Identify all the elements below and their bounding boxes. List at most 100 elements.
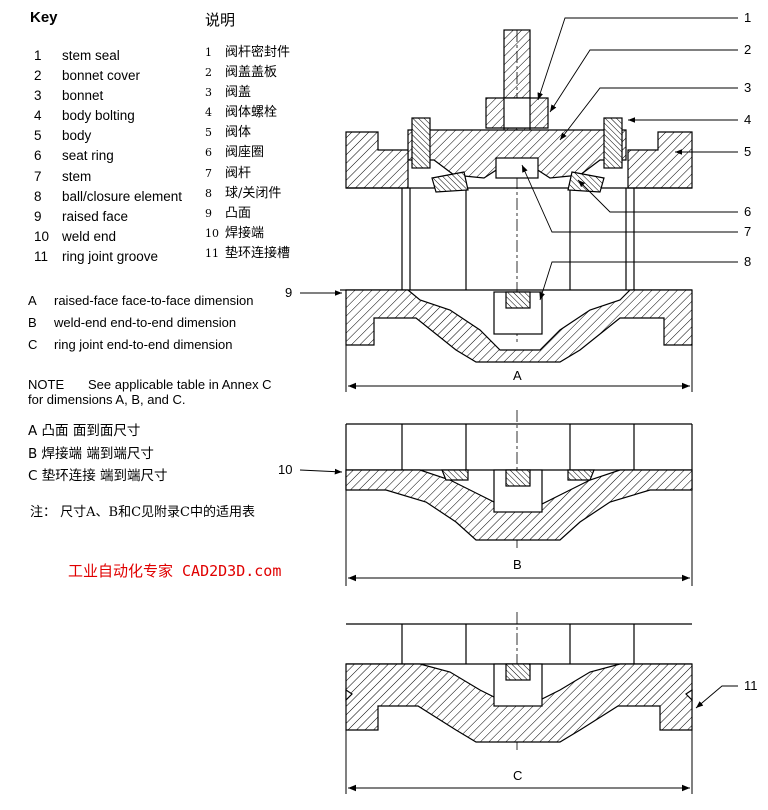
callout-11: 11 [744,678,758,693]
key-item-number: 8 [34,188,42,204]
cn-key-item-label: 焊接端 [225,225,265,241]
callout-6: 6 [744,204,751,219]
cn-dimension-item: C 垫环连接 端到端尺寸 [28,468,168,484]
dimension-letter: A [28,293,37,308]
key-item-label: bonnet [62,88,104,104]
key-item-label: bonnet cover [62,68,141,84]
cn-key-item-number: 4 [205,106,212,120]
cn-key-item-label: 凸面 [225,205,252,221]
view-raised-face [340,29,693,363]
key-item: 6 seat ring [34,146,182,166]
key-item-label: ball/closure element [62,188,183,204]
key-item: 5 body [34,126,182,146]
callout-5: 5 [744,144,751,159]
key-item-number: 4 [34,108,42,124]
cn-key-item-number: 7 [205,166,212,180]
ring-groove-right [685,688,693,702]
seat-ring-left [431,171,469,193]
key-item-number: 5 [34,128,42,144]
cn-key-item-number: 10 [205,226,219,240]
cn-key-item: 9 凸面 [205,204,290,224]
cn-key-item-label: 阀杆 [225,165,252,181]
key-item-label: ring joint groove [62,248,159,264]
cn-key-item: 1 阀杆密封件 [205,43,290,63]
dimension-letter: C [28,337,38,352]
cn-key-item: 11 垫环连接槽 [205,244,290,264]
cn-dimension-legend: A 凸面 面到面尺寸 B 焊接端 端到端尺寸 C 垫环连接 端到端尺寸 [28,421,168,489]
dimension-letter: B [28,315,37,330]
key-item-number: 9 [34,208,42,224]
key-item: 8 ball/closure element [34,187,182,207]
view-ring-joint [345,612,693,750]
body-flange-right [627,131,693,189]
key-item-label: body bolting [62,108,135,124]
key-item-label: weld end [62,228,117,244]
cn-key-item-number: 11 [205,246,219,260]
dimension-c-label: C [513,768,522,783]
cn-key-item: 2 阀盖盖板 [205,63,290,83]
dimension-a-label: A [513,368,522,383]
body-bolt-right [603,117,623,169]
cn-key-item-label: 阀盖盖板 [225,65,278,81]
cn-key-item-label: 阀杆密封件 [225,45,291,60]
cn-key-item-number: 9 [205,206,212,220]
key-item-label: stem seal [62,48,120,63]
leader-lines [299,17,738,709]
key-item: 11 ring joint groove [34,247,182,267]
cn-key-item-number: 2 [205,66,212,80]
key-item: 4 body bolting [34,106,182,126]
cn-note: 注： 尺寸A、B和C见附录C中的适用表 [30,505,255,520]
note-text: See applicable table in Annex C for dime… [28,377,272,407]
cn-dimension-item: B 焊接端 端到端尺寸 [28,445,154,462]
cn-key-item-label: 垫环连接槽 [225,245,291,261]
key-item-label: seat ring [62,148,114,164]
key-item-number: 1 [34,48,42,63]
cn-key-item: 4 阀体螺栓 [205,103,290,123]
key-item-number: 2 [34,68,42,84]
dimension-text: raised-face face-to-face dimension [54,293,254,308]
cn-key-item: 5 阀体 [205,123,290,143]
key-item-label: raised face [62,208,129,224]
view-weld-end [345,410,693,548]
watermark: 工业自动化专家 CAD2D3D.com [68,562,282,580]
dimension-text: ring joint end-to-end dimension [54,337,233,352]
callout-9: 9 [285,285,292,300]
cn-key-item-number: 1 [205,46,212,59]
seat-ring-right [567,171,605,193]
callout-1: 1 [744,10,751,25]
body-bolt-left [411,117,431,169]
cn-key-item: 3 阀盖 [205,83,290,103]
ring-groove-left [345,688,353,702]
callout-10: 10 [278,462,292,477]
key-item-number: 11 [34,248,49,264]
cn-key-item-label: 阀座圈 [225,145,265,161]
body-flange-left [345,131,409,189]
key-title: Key [30,9,58,26]
key-item-label: stem [62,168,92,184]
key-item-number: 6 [34,148,42,164]
cn-key-item-number: 6 [205,146,212,160]
key-item: 2 bonnet cover [34,66,182,86]
cn-key-item-number: 5 [205,126,212,140]
callout-7: 7 [744,224,751,239]
key-item: 1 stem seal [34,46,182,66]
cn-key-item-label: 阀体螺栓 [225,105,278,121]
cn-key-item-label: 阀盖 [225,85,252,101]
key-item-label: body [62,128,92,144]
cn-key-item-number: 3 [205,86,212,100]
cn-key-item-label: 阀体 [225,125,252,141]
cn-key-item-number: 8 [205,186,212,200]
callout-4: 4 [744,112,751,127]
key-item: 9 raised face [34,207,182,227]
cn-key-item: 7 阀杆 [205,164,290,184]
